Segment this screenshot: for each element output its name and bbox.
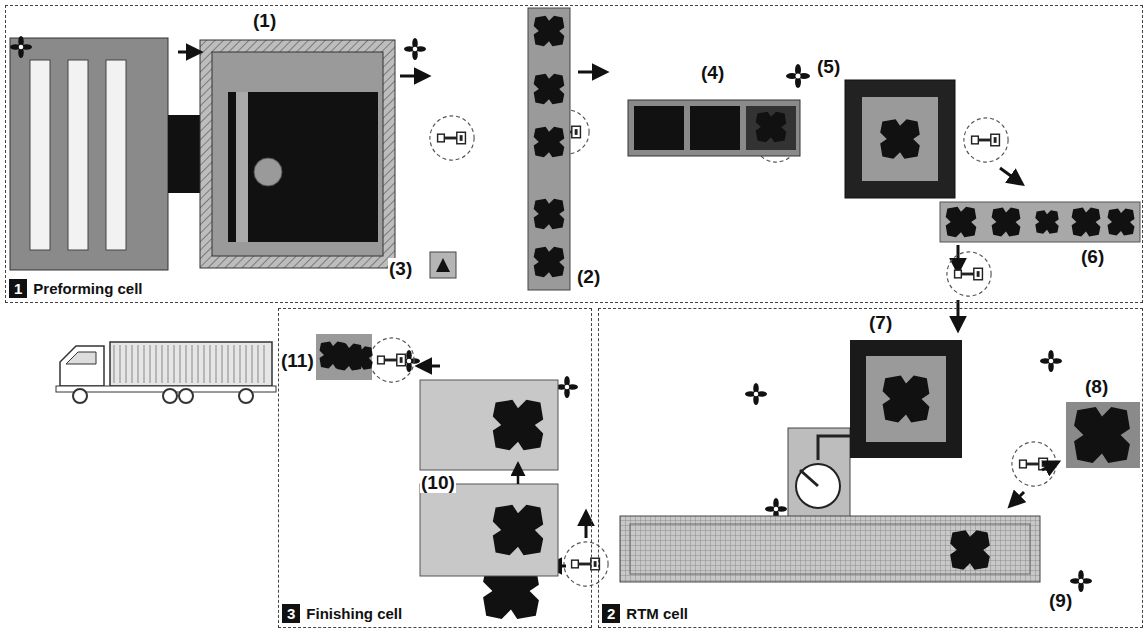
cell-heading: 3 Finishing cell bbox=[282, 603, 405, 624]
cell-name: Finishing cell bbox=[306, 605, 402, 622]
cell-number: 3 bbox=[282, 604, 300, 623]
cell-heading: 1 Preforming cell bbox=[9, 278, 146, 299]
callout-number: (8) bbox=[1084, 376, 1109, 397]
callout-number: (6) bbox=[1080, 246, 1105, 267]
callout-number: (9) bbox=[1048, 590, 1073, 611]
cell-region: 1 Preforming cell bbox=[5, 5, 1143, 303]
cell-number: 2 bbox=[602, 604, 620, 623]
cell-name: Preforming cell bbox=[33, 280, 142, 297]
callout-number: (10) bbox=[420, 472, 456, 493]
callout-number: (11) bbox=[280, 350, 315, 371]
callout-number: (5) bbox=[816, 56, 841, 77]
callout-number: (7) bbox=[868, 312, 893, 333]
cell-number: 1 bbox=[9, 279, 27, 298]
cell-name: RTM cell bbox=[626, 605, 688, 622]
callout-number: (3) bbox=[388, 258, 413, 279]
cell-heading: 2 RTM cell bbox=[602, 603, 691, 624]
callout-number: (1) bbox=[252, 10, 277, 31]
cell-region: 2 RTM cell bbox=[598, 308, 1143, 628]
callout-number: (2) bbox=[576, 266, 601, 287]
callout-number: (4) bbox=[700, 62, 725, 83]
cell-region: 3 Finishing cell bbox=[278, 308, 592, 628]
